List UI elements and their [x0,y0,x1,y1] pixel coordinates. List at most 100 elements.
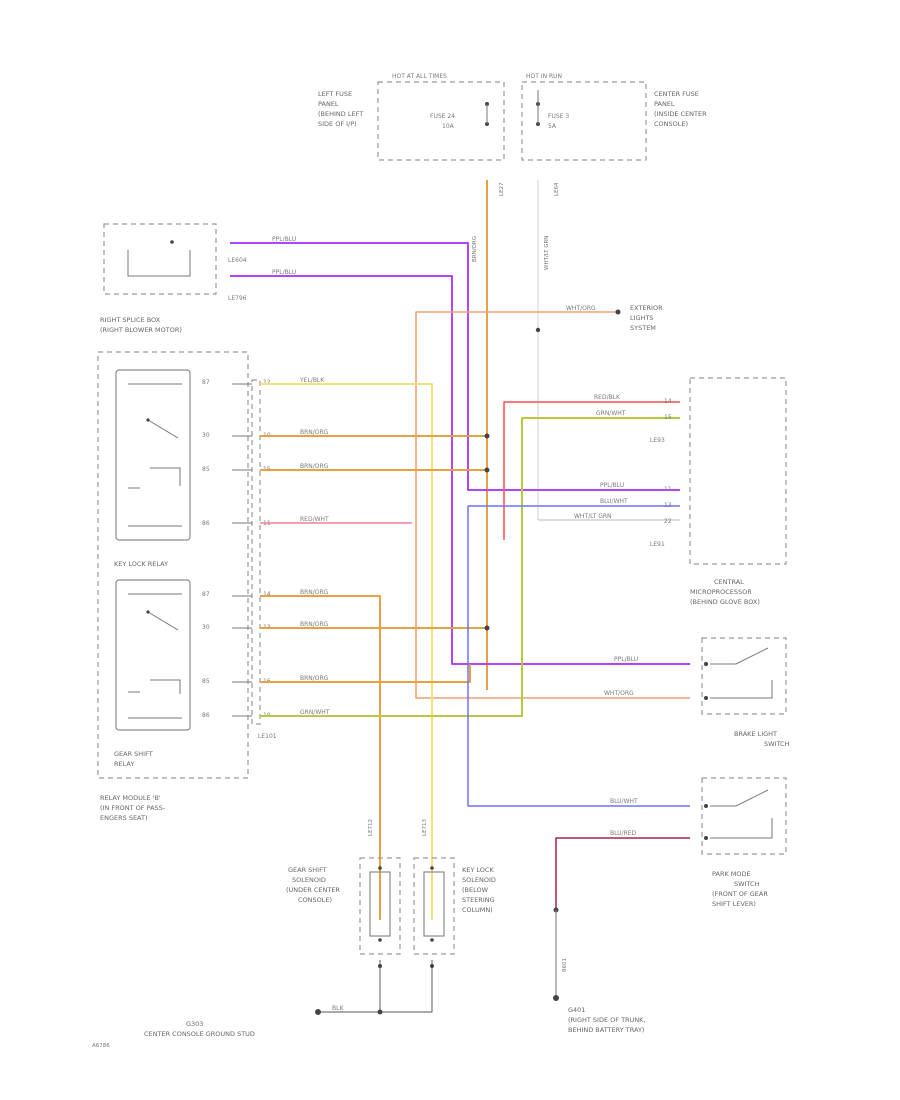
relay-connector-le101: 12 10 15 11 14 13 16 19 LE101 [232,379,277,740]
splice-conn-1: LE604 [228,257,247,264]
label-yel-blk: YEL/BLK [299,377,325,384]
label-brn-org-1: BRN/ORG [300,429,329,436]
label-ppl-blu-3: PPL/BLU [600,482,624,489]
splice-label-2: (RIGHT BLOWER MOTOR) [100,326,182,334]
label-ground-code: 8601 [562,958,568,972]
label-red-wht: RED/WHT [300,516,329,523]
label-solenoid-b: LE713 [422,818,428,836]
cm-conn-a: LE93 [650,437,665,444]
fuse-left-header: HOT AT ALL TIMES [392,73,447,80]
label-grn-wht-1: GRN/WHT [300,709,330,716]
relay-module-b: 87 30 85 86 KEY LOCK RELAY 87 30 85 86 G… [97,351,249,822]
fuse-left-rating: 10A [442,123,455,130]
cm-label-1: CENTRAL [714,578,744,586]
gear-solenoid-label-4: CONSOLE) [298,896,332,904]
fuse-left-name: FUSE 24 [430,113,455,120]
wire-yel-blk [260,383,433,920]
fuse-right-label-4: CONSOLE) [654,120,688,128]
fuse-left-label-2: PANEL [318,100,339,108]
left-fuse-panel: HOT AT ALL TIMES FUSE 24 10A LEFT FUSE P… [318,73,505,161]
park-switch-label-4: SHIFT LEVER) [712,900,756,908]
ground-left-2: CENTER CONSOLE GROUND STUD [144,1030,255,1038]
cm-pin-2: 15 [664,414,672,421]
module-label-3: ENGERS SEAT) [100,814,148,822]
gear-relay-pin-86: 86 [202,712,210,719]
key-relay-pin-30: 30 [202,432,210,439]
exterior-lights-3: SYSTEM [630,324,656,332]
label-grey-vertical: WHT/LT GRN [544,236,550,270]
key-solenoid-label-1: KEY LOCK [462,866,494,874]
gear-solenoid-label-1: GEAR SHIFT [288,866,327,874]
key-solenoid-label-3: (BELOW [462,886,489,894]
brake-light-switch: BRAKE LIGHT SWITCH [701,637,790,748]
key-lock-solenoid: KEY LOCK SOLENOID (BELOW STEERING COLUMN… [413,857,496,955]
fuse-right-label-1: CENTER FUSE [654,90,699,98]
label-blu-wht-2: BLU/WHT [610,798,638,805]
label-grn-wht-2: GRN/WHT [596,410,626,417]
gear-shift-relay-label-2: RELAY [114,760,134,768]
cm-label-2: MICROPROCESSOR [690,588,752,596]
fuse-left-label-4: SIDE OF I/P) [318,120,357,128]
label-ppl-blu-1: PPL/BLU [272,236,296,243]
brake-switch-label-1: BRAKE LIGHT [734,730,777,738]
gear-shift-relay-label-1: GEAR SHIFT [114,750,153,758]
label-wht-org-1: WHT/ORG [566,305,596,312]
label-blk: BLK [332,1005,344,1012]
label-wht-org-2: WHT/ORG [604,690,634,697]
gear-relay-pin-30: 30 [202,624,210,631]
wire-red-blk [503,401,680,540]
cm-label-3: (BEHIND GLOVE BOX) [690,598,760,606]
key-solenoid-label-5: COLUMN) [462,906,493,914]
wire-ppl-blu-upper [230,242,680,491]
wire-grn-wht [260,417,680,717]
label-fuse-wire-a: LE27 [499,182,505,196]
key-lock-relay-label: KEY LOCK RELAY [114,560,168,568]
park-switch-label-1: PARK MODE [712,870,751,878]
key-solenoid-label-4: STEERING [462,896,495,904]
key-relay-pin-86: 86 [202,520,210,527]
gear-solenoid-label-2: SOLENOID [292,876,326,884]
fuse-right-label-3: (INSIDE CENTER [654,110,707,118]
module-label-1: RELAY MODULE 'B' [100,794,161,802]
cm-pin-4: 13 [664,502,672,509]
label-blu-red: BLU/RED [610,830,637,837]
label-brn-org-5: BRN/ORG [300,675,329,682]
label-ppl-blu-2: PPL/BLU [272,269,296,276]
label-brn-org-3: BRN/ORG [300,589,329,596]
cm-conn-b: LE91 [650,541,665,548]
fuse-left-label-1: LEFT FUSE [318,90,352,98]
splice-label-1: RIGHT SPLICE BOX [100,316,161,324]
gear-relay-pin-85: 85 [202,678,210,685]
key-relay-pin-87: 87 [202,379,210,386]
park-switch-label-3: (FRONT OF GEAR [712,890,768,898]
cm-pin-1: 14 [664,398,672,405]
wire-blk-solenoid-b [320,960,433,1013]
wire-blu-wht [467,505,690,807]
footer-code: A6786 [92,1043,110,1049]
splice-conn-2: LE796 [228,295,247,302]
gear-relay-pin-87: 87 [202,591,210,598]
fuse-right-name: FUSE 3 [548,113,569,120]
ground-left-1: G303 [186,1020,203,1028]
fuse-left-label-3: (BEHIND LEFT [318,110,363,118]
wire-wht-org [415,311,690,699]
cm-pin-3: 11 [664,486,672,493]
fuse-right-rating: 5A [548,123,557,130]
exterior-lights-2: LIGHTS [630,314,654,322]
right-fuse-panel: HOT IN RUN FUSE 3 5A CENTER FUSE PANEL (… [521,73,707,161]
le101-pin-1: 12 [263,379,271,386]
park-mode-switch: PARK MODE SWITCH (FRONT OF GEAR SHIFT LE… [701,777,787,908]
gear-solenoid-label-3: (UNDER CENTER [286,886,340,894]
park-switch-label-2: SWITCH [734,880,760,888]
brake-switch-label-2: SWITCH [764,740,790,748]
module-label-2: (IN FRONT OF PASS- [100,804,166,812]
label-blu-wht-1: BLU/WHT [600,498,628,505]
label-ppl-blu-4: PPL/BLU [614,656,638,663]
exterior-lights-1: EXTERIOR [630,304,663,312]
key-relay-pin-85: 85 [202,466,210,473]
right-splice-box: LE604 LE796 RIGHT SPLICE BOX (RIGHT BLOW… [100,223,247,334]
label-brown-vertical: BRN/ORG [472,236,478,262]
ground-right-3: BEHIND BATTERY TRAY) [568,1026,644,1034]
label-brn-org-2: BRN/ORG [300,463,329,470]
